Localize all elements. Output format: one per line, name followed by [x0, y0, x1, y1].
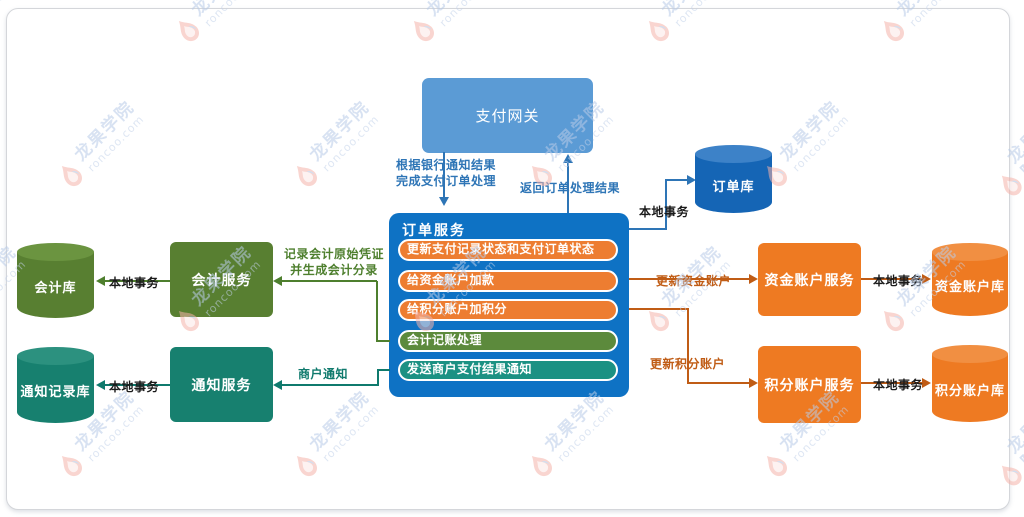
- order-db-label: 订单库: [712, 179, 755, 195]
- fund-account-service-label: 资金账户服务: [764, 272, 855, 289]
- edge-points-to-db-line: [861, 382, 923, 384]
- edge-order-to-orderdb-line: [629, 228, 667, 230]
- cylinder-body: [695, 154, 772, 213]
- accounting-db-label: 会计库: [34, 280, 77, 296]
- edge-order-to-accounting-line: [376, 281, 378, 342]
- payment-gateway-node: 支付网关: [422, 78, 593, 153]
- edge-order-to-gateway-label: 返回订单处理结果: [520, 181, 621, 195]
- edge-fund-to-db-label: 本地事务: [873, 274, 924, 288]
- edge-order-to-accounting-line: [281, 280, 377, 282]
- edge-order-to-points-arrowhead-icon: [749, 378, 758, 388]
- order-service-node: 订单服务 更新支付记录状态和支付订单状态 给资金账户加款 给积分账户加积分 会计…: [389, 213, 629, 397]
- payment-gateway-label: 支付网关: [475, 107, 540, 125]
- cylinder-top: [932, 243, 1008, 261]
- cylinder-body: [932, 252, 1008, 316]
- edge-order-to-points-line: [629, 308, 689, 310]
- edge-gateway-to-order-label: 根据银行通知结果 完成支付订单处理: [396, 158, 497, 188]
- edge-fund-to-db-arrowhead-icon: [922, 274, 931, 284]
- edge-order-to-points-line: [687, 308, 689, 384]
- edge-notification-to-db-arrowhead-icon: [96, 380, 105, 390]
- cylinder-top: [932, 345, 1008, 363]
- edge-gateway-to-order-arrowhead-icon: [439, 197, 449, 206]
- edge-order-to-fund-label: 更新资金账户: [656, 274, 732, 288]
- edge-fund-to-db-line: [861, 278, 923, 280]
- points-account-db-label: 积分账户库: [934, 383, 1005, 399]
- accounting-service-label: 会计服务: [191, 272, 252, 289]
- edge-order-to-accounting-line: [376, 340, 390, 342]
- cylinder-body: [17, 252, 94, 318]
- cylinder-body: [932, 354, 1008, 422]
- edge-order-to-points-label: 更新积分账户: [650, 357, 726, 371]
- notification-db-label: 通知记录库: [20, 385, 91, 401]
- edge-order-to-accounting-arrowhead-icon: [273, 276, 282, 286]
- edge-order-to-gateway-arrowhead-icon: [563, 154, 573, 163]
- points-account-db-node: 积分账户库: [932, 345, 1008, 422]
- notification-service-label: 通知服务: [191, 377, 252, 394]
- edge-order-to-fund-line: [629, 278, 750, 280]
- fund-account-db-label: 资金账户库: [934, 279, 1005, 295]
- edge-accounting-to-db-label: 本地事务: [109, 276, 160, 290]
- task-credit-fund-account: 给资金账户加款: [398, 270, 618, 292]
- fund-account-service-node: 资金账户服务: [758, 243, 861, 316]
- edge-points-to-db-label: 本地事务: [873, 378, 924, 392]
- points-account-service-label: 积分账户服务: [764, 377, 855, 394]
- edge-accounting-to-db-arrowhead-icon: [96, 276, 105, 286]
- edge-order-to-points-line: [687, 382, 750, 384]
- edge-notification-to-db-line: [104, 384, 170, 386]
- order-db-node: 订单库: [695, 145, 772, 213]
- order-service-title: 订单服务: [402, 223, 466, 239]
- edge-order-to-orderdb-line: [665, 180, 667, 230]
- task-accounting-processing: 会计记账处理: [398, 330, 618, 352]
- notification-db-node: 通知记录库: [17, 347, 94, 423]
- edge-order-to-notification-arrowhead-icon: [273, 380, 282, 390]
- task-credit-points-account: 给积分账户加积分: [398, 299, 618, 321]
- points-account-service-node: 积分账户服务: [758, 346, 861, 423]
- task-send-merchant-notification: 发送商户支付结果通知: [398, 359, 618, 381]
- accounting-service-node: 会计服务: [170, 242, 273, 317]
- edge-order-to-orderdb-arrowhead-icon: [687, 175, 696, 185]
- edge-points-to-db-arrowhead-icon: [922, 378, 931, 388]
- fund-account-db-node: 资金账户库: [932, 243, 1008, 316]
- edge-order-to-notification-line: [281, 384, 379, 386]
- edge-accounting-to-db-line: [104, 280, 170, 282]
- accounting-db-node: 会计库: [17, 243, 94, 318]
- edge-order-to-notification-label: 商户通知: [298, 367, 349, 381]
- cylinder-top: [17, 347, 94, 365]
- cylinder-top: [17, 243, 94, 261]
- edge-order-to-notification-line: [377, 369, 379, 386]
- cylinder-top: [695, 145, 772, 163]
- edge-order-to-fund-arrowhead-icon: [749, 274, 758, 284]
- edge-order-to-gateway-line: [567, 162, 569, 213]
- edge-order-to-accounting-label: 记录会计原始凭证 并生成会计分录: [283, 247, 384, 277]
- edge-order-to-notification-line: [377, 369, 390, 371]
- edge-notification-to-db-label: 本地事务: [109, 380, 160, 394]
- edge-order-to-orderdb-line: [665, 179, 688, 181]
- cylinder-body: [17, 356, 94, 423]
- edge-order-to-orderdb-label: 本地事务: [639, 205, 690, 219]
- task-update-payment-status: 更新支付记录状态和支付订单状态: [398, 239, 618, 261]
- edge-gateway-to-order-line: [443, 152, 445, 199]
- notification-service-node: 通知服务: [170, 347, 273, 422]
